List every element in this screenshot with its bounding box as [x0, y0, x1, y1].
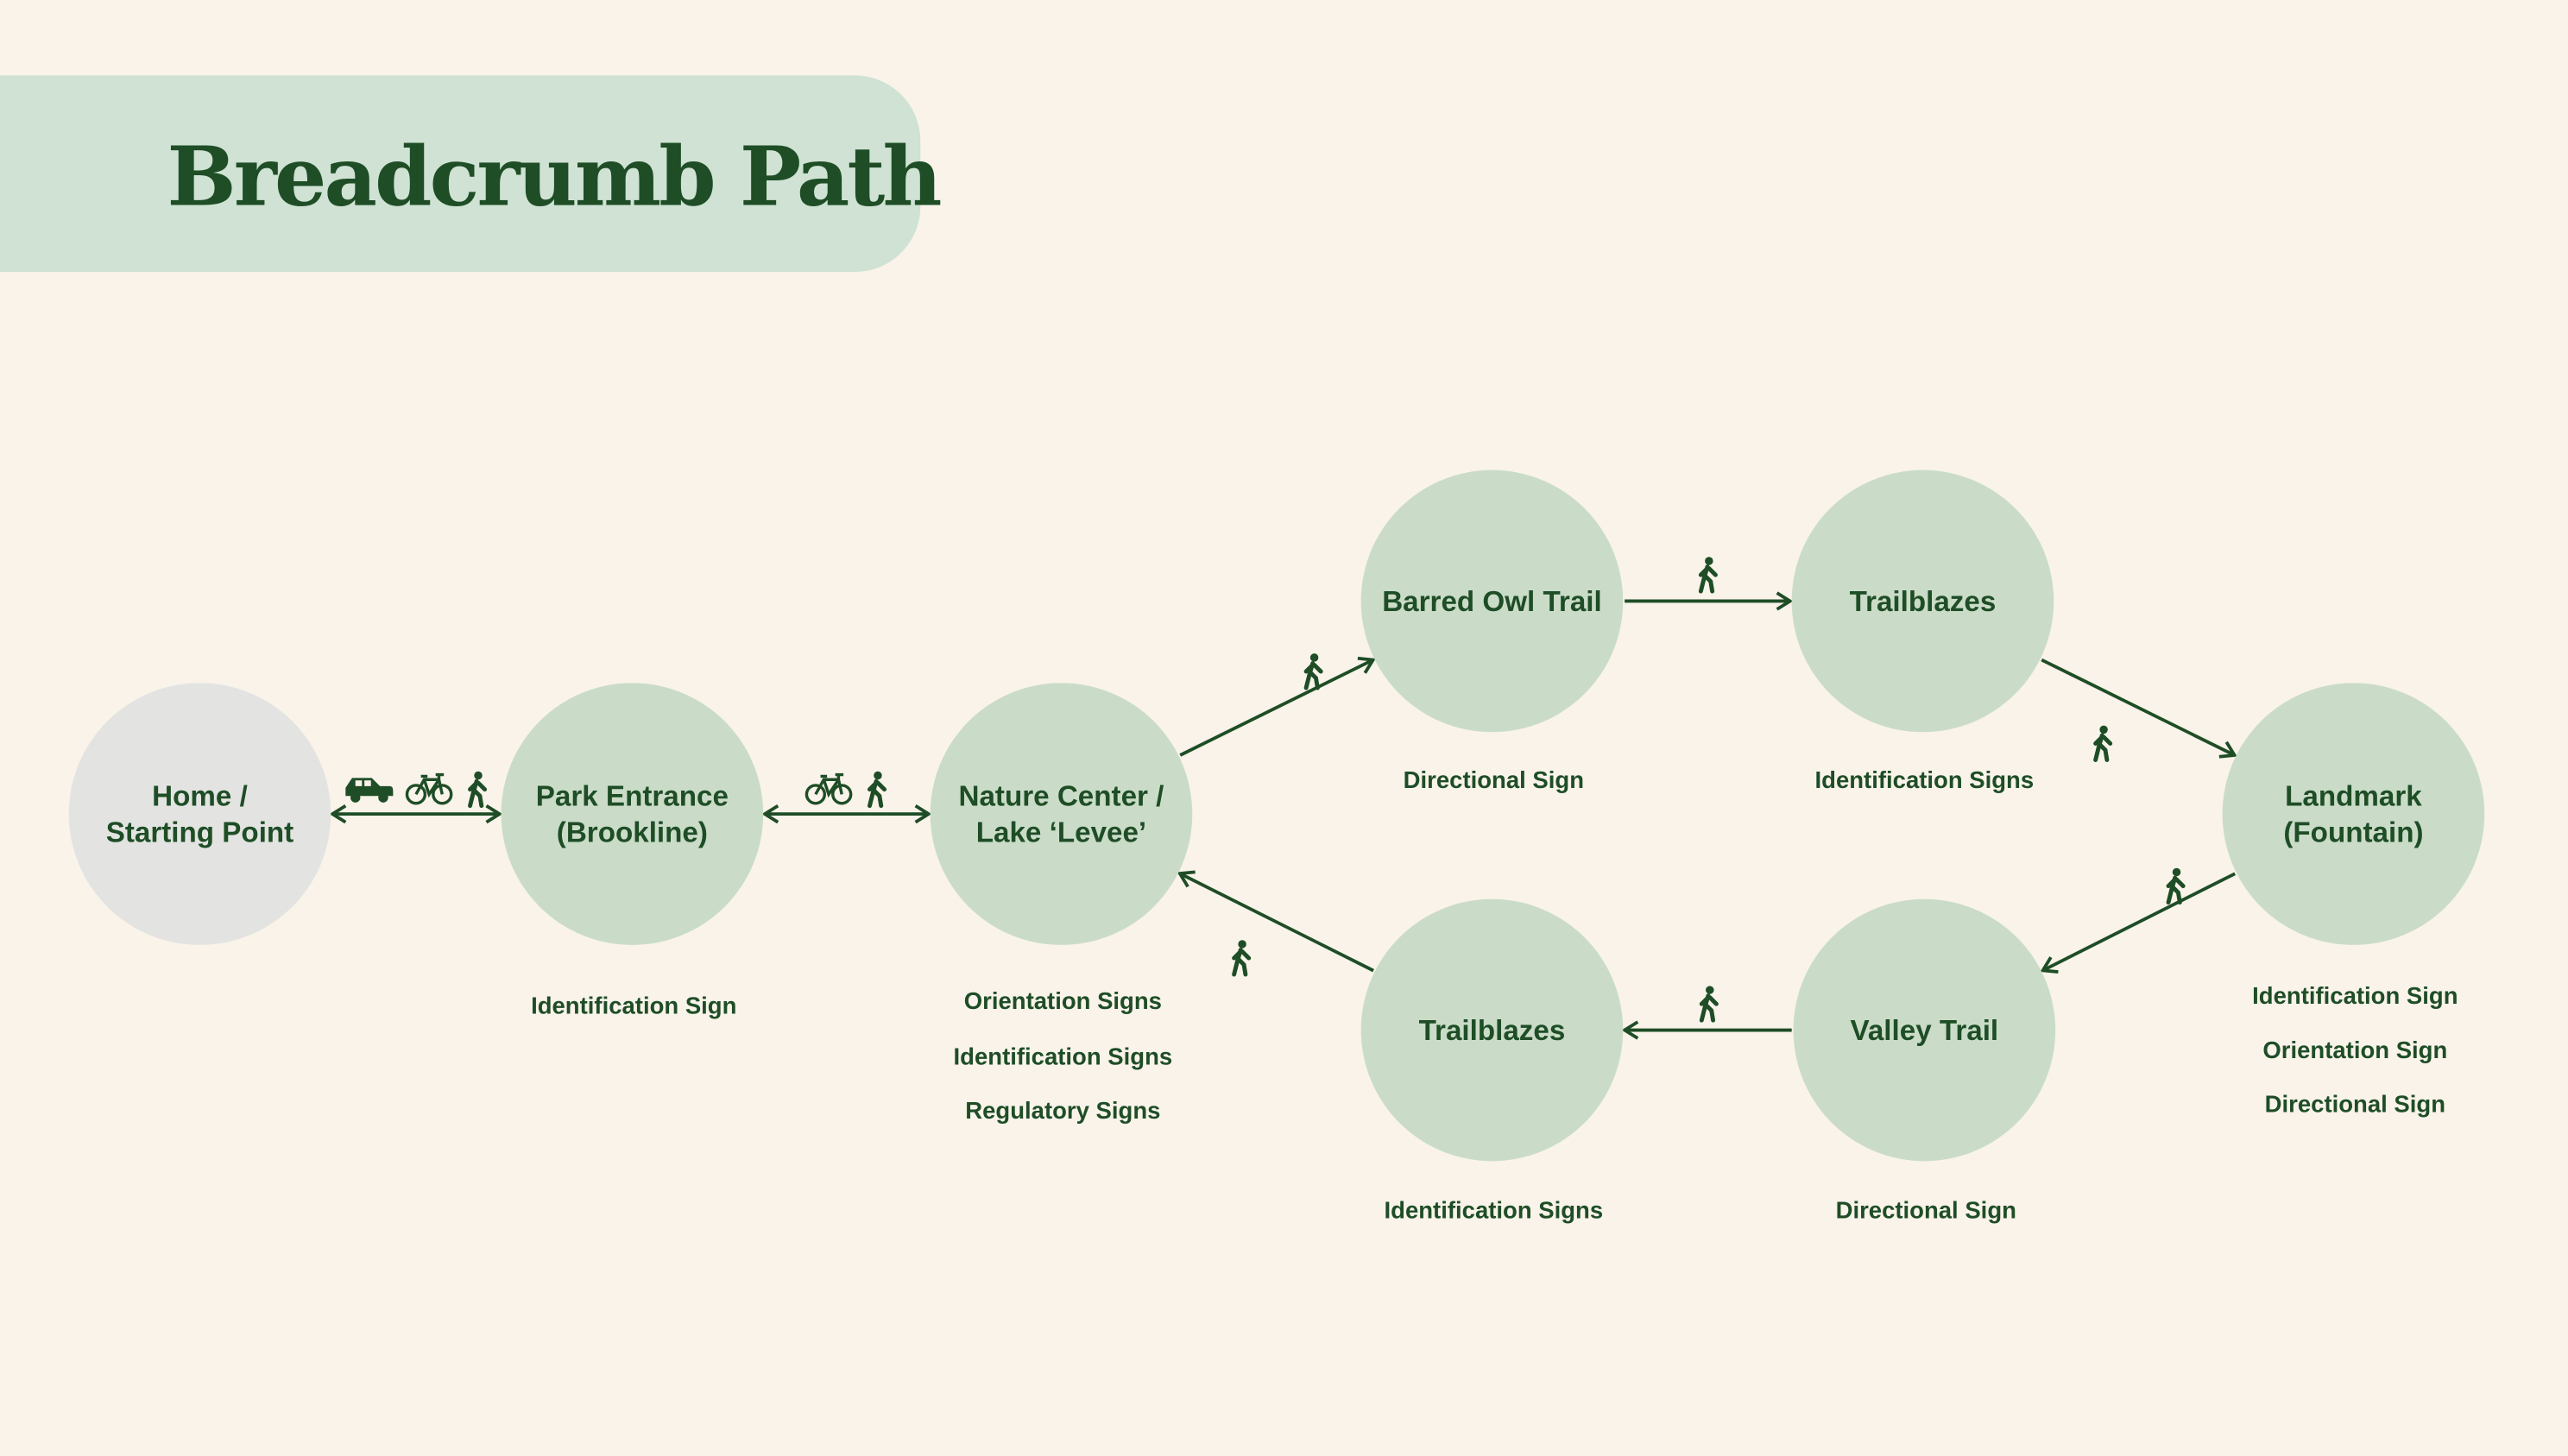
node-label: Home /	[152, 781, 248, 813]
node-circle	[1791, 470, 2054, 733]
connector-arrow	[1177, 870, 1374, 973]
sign-label: Directional Sign	[2265, 1090, 2445, 1117]
node-nature: Nature Center /Lake ‘Levee’ Orientation S…	[930, 683, 1193, 1124]
node-circle	[501, 683, 764, 945]
sign-label: Identification Signs	[1815, 766, 2035, 793]
edge-blazeBot-to-nature	[1177, 870, 1374, 977]
sign-label: Identification Sign	[531, 993, 736, 1019]
node-circle	[68, 683, 331, 945]
sign-label: Directional Sign	[1404, 766, 1584, 793]
node-circle	[930, 683, 1193, 945]
sign-label: Orientation Sign	[2262, 1037, 2447, 1063]
edges	[329, 557, 2237, 1040]
sign-label: Directional Sign	[1836, 1197, 2016, 1224]
node-label: Lake ‘Levee’	[976, 816, 1146, 848]
walking-icon	[1303, 653, 1323, 690]
walking-icon	[1232, 940, 1252, 977]
walking-icon	[468, 771, 488, 809]
edge-owl-to-blazeTop	[1625, 557, 1794, 611]
title-banner: Breadcrumb Path	[0, 75, 943, 273]
node-label: Barred Owl Trail	[1382, 586, 1602, 618]
node-label: (Fountain)	[2283, 816, 2423, 848]
nodes: Home /Starting Point Park Entrance(Brookl…	[68, 470, 2485, 1224]
node-label: Trailblazes	[1419, 1015, 1566, 1047]
node-home: Home /Starting Point	[68, 683, 331, 945]
sign-label: Identification Sign	[2252, 982, 2458, 1009]
edge-home-to-park	[329, 771, 503, 824]
edge-park-to-nature	[761, 771, 932, 824]
node-label: Trailblazes	[1850, 586, 1997, 618]
node-circle	[1360, 470, 1624, 733]
node-label: Valley Trail	[1851, 1015, 1999, 1047]
page-title: Breadcrumb Path	[167, 129, 941, 224]
walking-icon	[868, 771, 887, 809]
node-landmark: Landmark(Fountain) Identification SignOri…	[2222, 683, 2485, 1117]
node-park: Park Entrance(Brookline) Identification S…	[501, 683, 764, 1019]
car-icon	[345, 778, 394, 803]
edge-valley-to-blazeBot	[1621, 986, 1792, 1040]
node-label: Starting Point	[106, 816, 294, 848]
sign-label: Identification Signs	[1385, 1197, 1604, 1224]
node-label: Nature Center /	[959, 781, 1164, 813]
sign-label: Orientation Signs	[964, 987, 1162, 1014]
sign-label: Regulatory Signs	[965, 1097, 1160, 1124]
node-circle	[1793, 898, 2056, 1162]
title-banner-background	[0, 75, 921, 273]
bicycle-icon	[405, 772, 453, 805]
connector-arrow	[1179, 656, 1376, 757]
edge-blazeTop-to-landmark	[2041, 658, 2237, 762]
sign-label: Identification Signs	[954, 1043, 1173, 1069]
node-label: Park Entrance	[536, 781, 729, 813]
edge-landmark-to-valley	[2040, 867, 2237, 974]
edge-nature-to-owl	[1179, 653, 1376, 757]
walking-icon	[2093, 725, 2113, 762]
node-circle	[1360, 898, 1624, 1162]
connector-arrow	[2041, 658, 2237, 759]
node-circle	[2222, 683, 2485, 945]
node-label: Landmark	[2285, 781, 2422, 813]
bicycle-icon	[804, 772, 853, 805]
walking-icon	[1699, 986, 1719, 1023]
node-label: (Brookline)	[557, 816, 708, 848]
connector-arrow	[2040, 872, 2237, 974]
walking-icon	[2166, 867, 2186, 905]
walking-icon	[1698, 557, 1718, 594]
